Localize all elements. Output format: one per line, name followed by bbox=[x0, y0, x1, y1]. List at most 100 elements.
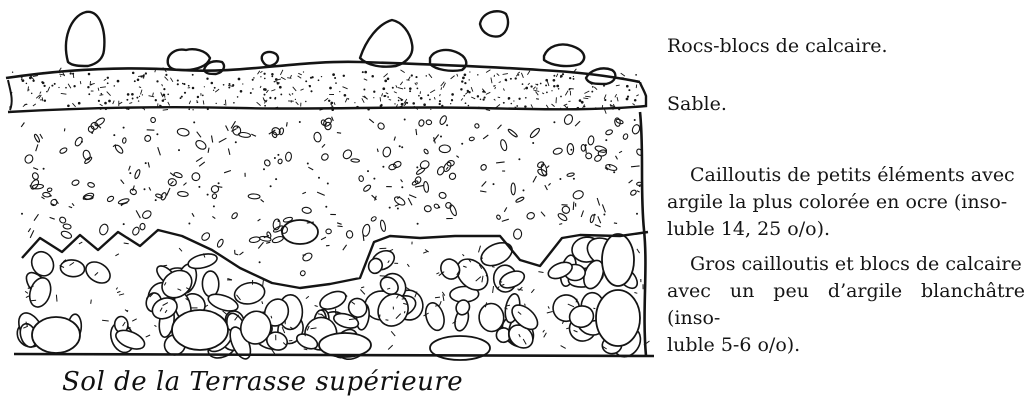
sand-grain bbox=[503, 74, 508, 75]
sand-grain bbox=[177, 79, 179, 81]
gravel-dash bbox=[616, 156, 618, 160]
gravel-dot bbox=[156, 133, 158, 135]
sand-grain bbox=[416, 87, 418, 89]
sand-grain bbox=[401, 70, 405, 73]
sand-grain bbox=[240, 90, 243, 93]
clay-mark bbox=[102, 320, 109, 321]
sand-grain bbox=[129, 103, 132, 104]
gravel-dot bbox=[237, 127, 239, 129]
sand-grain bbox=[482, 98, 484, 100]
gravel-dot bbox=[123, 223, 125, 225]
gravel-dot bbox=[573, 178, 575, 180]
clay-mark bbox=[423, 251, 428, 253]
sand-grain bbox=[252, 79, 254, 81]
sand-grain bbox=[271, 73, 274, 76]
gravel-dash bbox=[212, 216, 215, 218]
small-pebble bbox=[513, 229, 522, 240]
sand-grain bbox=[498, 97, 500, 98]
gravel-dash bbox=[548, 183, 550, 185]
gravel-dash bbox=[602, 204, 605, 212]
sand-grain bbox=[531, 104, 533, 107]
sand-grain bbox=[389, 100, 391, 101]
sand-grain bbox=[569, 77, 571, 79]
sand-grain bbox=[627, 96, 629, 98]
small-pebble bbox=[572, 189, 584, 200]
gravel-dot bbox=[327, 183, 329, 185]
gravel-dash bbox=[28, 228, 30, 232]
sand-grain bbox=[468, 79, 469, 80]
clay-mark bbox=[404, 311, 405, 313]
sand-grain bbox=[260, 76, 261, 77]
gravel-dash bbox=[322, 144, 325, 147]
small-pebble bbox=[424, 205, 432, 213]
sand-grain bbox=[521, 73, 523, 78]
sand-grain bbox=[617, 97, 618, 101]
sand-grain bbox=[334, 102, 335, 105]
sand-grain bbox=[469, 71, 470, 72]
sand-grain bbox=[182, 83, 184, 85]
gravel-dash bbox=[171, 181, 174, 184]
small-pebble bbox=[301, 252, 313, 263]
sand-grain bbox=[533, 87, 535, 90]
sand-grain bbox=[189, 101, 190, 104]
gravel-dot bbox=[570, 149, 572, 151]
sand-grain bbox=[460, 88, 462, 90]
sand-layer bbox=[9, 68, 640, 114]
small-pebble bbox=[469, 137, 475, 141]
sand-grain bbox=[477, 95, 479, 97]
sand-grain bbox=[305, 80, 307, 82]
gravel-dash bbox=[121, 180, 124, 184]
sand-grain bbox=[107, 82, 109, 84]
sand-grain bbox=[547, 81, 549, 86]
gravel-dash bbox=[196, 157, 202, 161]
soil-profile-drawing bbox=[0, 0, 665, 365]
sand-grain bbox=[528, 83, 530, 85]
gravel-dash bbox=[482, 181, 487, 186]
gravel-dash bbox=[504, 207, 507, 211]
clay-mark bbox=[436, 273, 439, 274]
sand-grain bbox=[237, 96, 239, 98]
small-pebble bbox=[122, 138, 126, 144]
gravel-dash bbox=[597, 198, 599, 206]
sand-grain bbox=[65, 87, 67, 89]
clay-mark bbox=[315, 306, 318, 307]
sand-grain bbox=[411, 74, 413, 76]
sand-grain bbox=[441, 87, 442, 89]
sand-grain bbox=[579, 99, 582, 102]
sand-grain bbox=[330, 102, 333, 105]
sand-grain bbox=[42, 97, 43, 101]
sand-grain bbox=[211, 82, 214, 85]
gravel-dash bbox=[545, 185, 548, 190]
sand-grain bbox=[463, 95, 465, 97]
gravel-dash bbox=[401, 179, 403, 182]
small-pebble bbox=[320, 152, 329, 161]
sand-grain bbox=[636, 95, 638, 96]
sand-grain bbox=[132, 98, 134, 100]
sand-grain bbox=[324, 98, 328, 101]
sand-grain bbox=[281, 77, 286, 79]
sand-grain bbox=[224, 104, 225, 105]
sand-grain bbox=[328, 100, 330, 102]
sand-grain bbox=[604, 99, 606, 101]
sand-grain bbox=[298, 73, 302, 75]
clay-mark bbox=[117, 291, 120, 292]
clay-mark bbox=[390, 249, 394, 251]
sand-grain bbox=[290, 75, 291, 78]
sand-grain bbox=[392, 87, 394, 89]
sand-grain bbox=[113, 101, 115, 105]
surface-boulder bbox=[262, 52, 278, 66]
small-pebble bbox=[84, 156, 93, 164]
sand-grain bbox=[354, 102, 355, 103]
sand-grain bbox=[536, 92, 539, 96]
sand-grain bbox=[23, 104, 27, 107]
sand-grain bbox=[465, 102, 467, 104]
sand-grain bbox=[98, 100, 100, 102]
sand-grain bbox=[114, 85, 116, 87]
surface-boulder bbox=[360, 20, 412, 67]
small-pebble bbox=[346, 230, 353, 238]
sand-grain bbox=[415, 76, 417, 78]
sand-grain bbox=[289, 94, 291, 96]
sand-grain bbox=[497, 74, 500, 76]
small-pebble bbox=[34, 134, 41, 143]
sand-grain bbox=[427, 94, 429, 96]
